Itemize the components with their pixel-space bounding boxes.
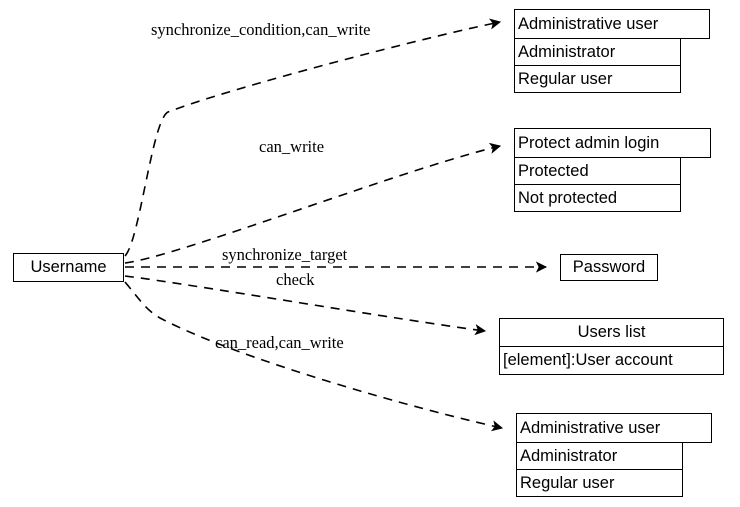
edge-label-can-write: can_write — [259, 137, 325, 156]
edge-path-users-list — [124, 275, 487, 336]
edge-path-synchronize-condition-can-write — [124, 18, 502, 257]
node-administrative-user-bottom[interactable]: Administrative user Administrator Regula… — [516, 413, 712, 497]
edge-label-synchronize-target: synchronize_target — [222, 245, 348, 264]
edge-label-can-read-can-write: can_read,can_write — [215, 333, 344, 352]
node-row-regular-user: Regular user — [516, 469, 683, 497]
node-users-list[interactable]: Users list [element]:User account — [499, 318, 724, 375]
node-row-not-protected: Not protected — [514, 184, 681, 212]
node-row-title: Administrative user — [514, 9, 710, 39]
edge-label-synchronize-condition-can-write: synchronize_condition,can_write — [151, 20, 371, 39]
node-password[interactable]: Password — [560, 254, 658, 281]
edge-path-can-read-can-write — [124, 281, 504, 432]
node-username-label: Username — [13, 253, 124, 282]
node-administrative-user-top[interactable]: Administrative user Administrator Regula… — [514, 9, 710, 93]
node-password-label: Password — [560, 254, 658, 281]
node-row-administrator: Administrator — [514, 38, 681, 66]
node-row-title: Protect admin login — [514, 128, 711, 158]
node-row-title: Users list — [499, 318, 724, 347]
node-username[interactable]: Username — [13, 253, 124, 282]
edge-path-can-write — [124, 142, 502, 264]
node-row-regular-user: Regular user — [514, 65, 681, 93]
node-row-element-user-account: [element]:User account — [499, 346, 724, 375]
edge-label-check: check — [276, 270, 315, 289]
node-row-title: Administrative user — [516, 413, 712, 443]
node-row-administrator: Administrator — [516, 442, 683, 470]
node-row-protected: Protected — [514, 157, 681, 185]
node-protect-admin-login[interactable]: Protect admin login Protected Not protec… — [514, 128, 711, 212]
